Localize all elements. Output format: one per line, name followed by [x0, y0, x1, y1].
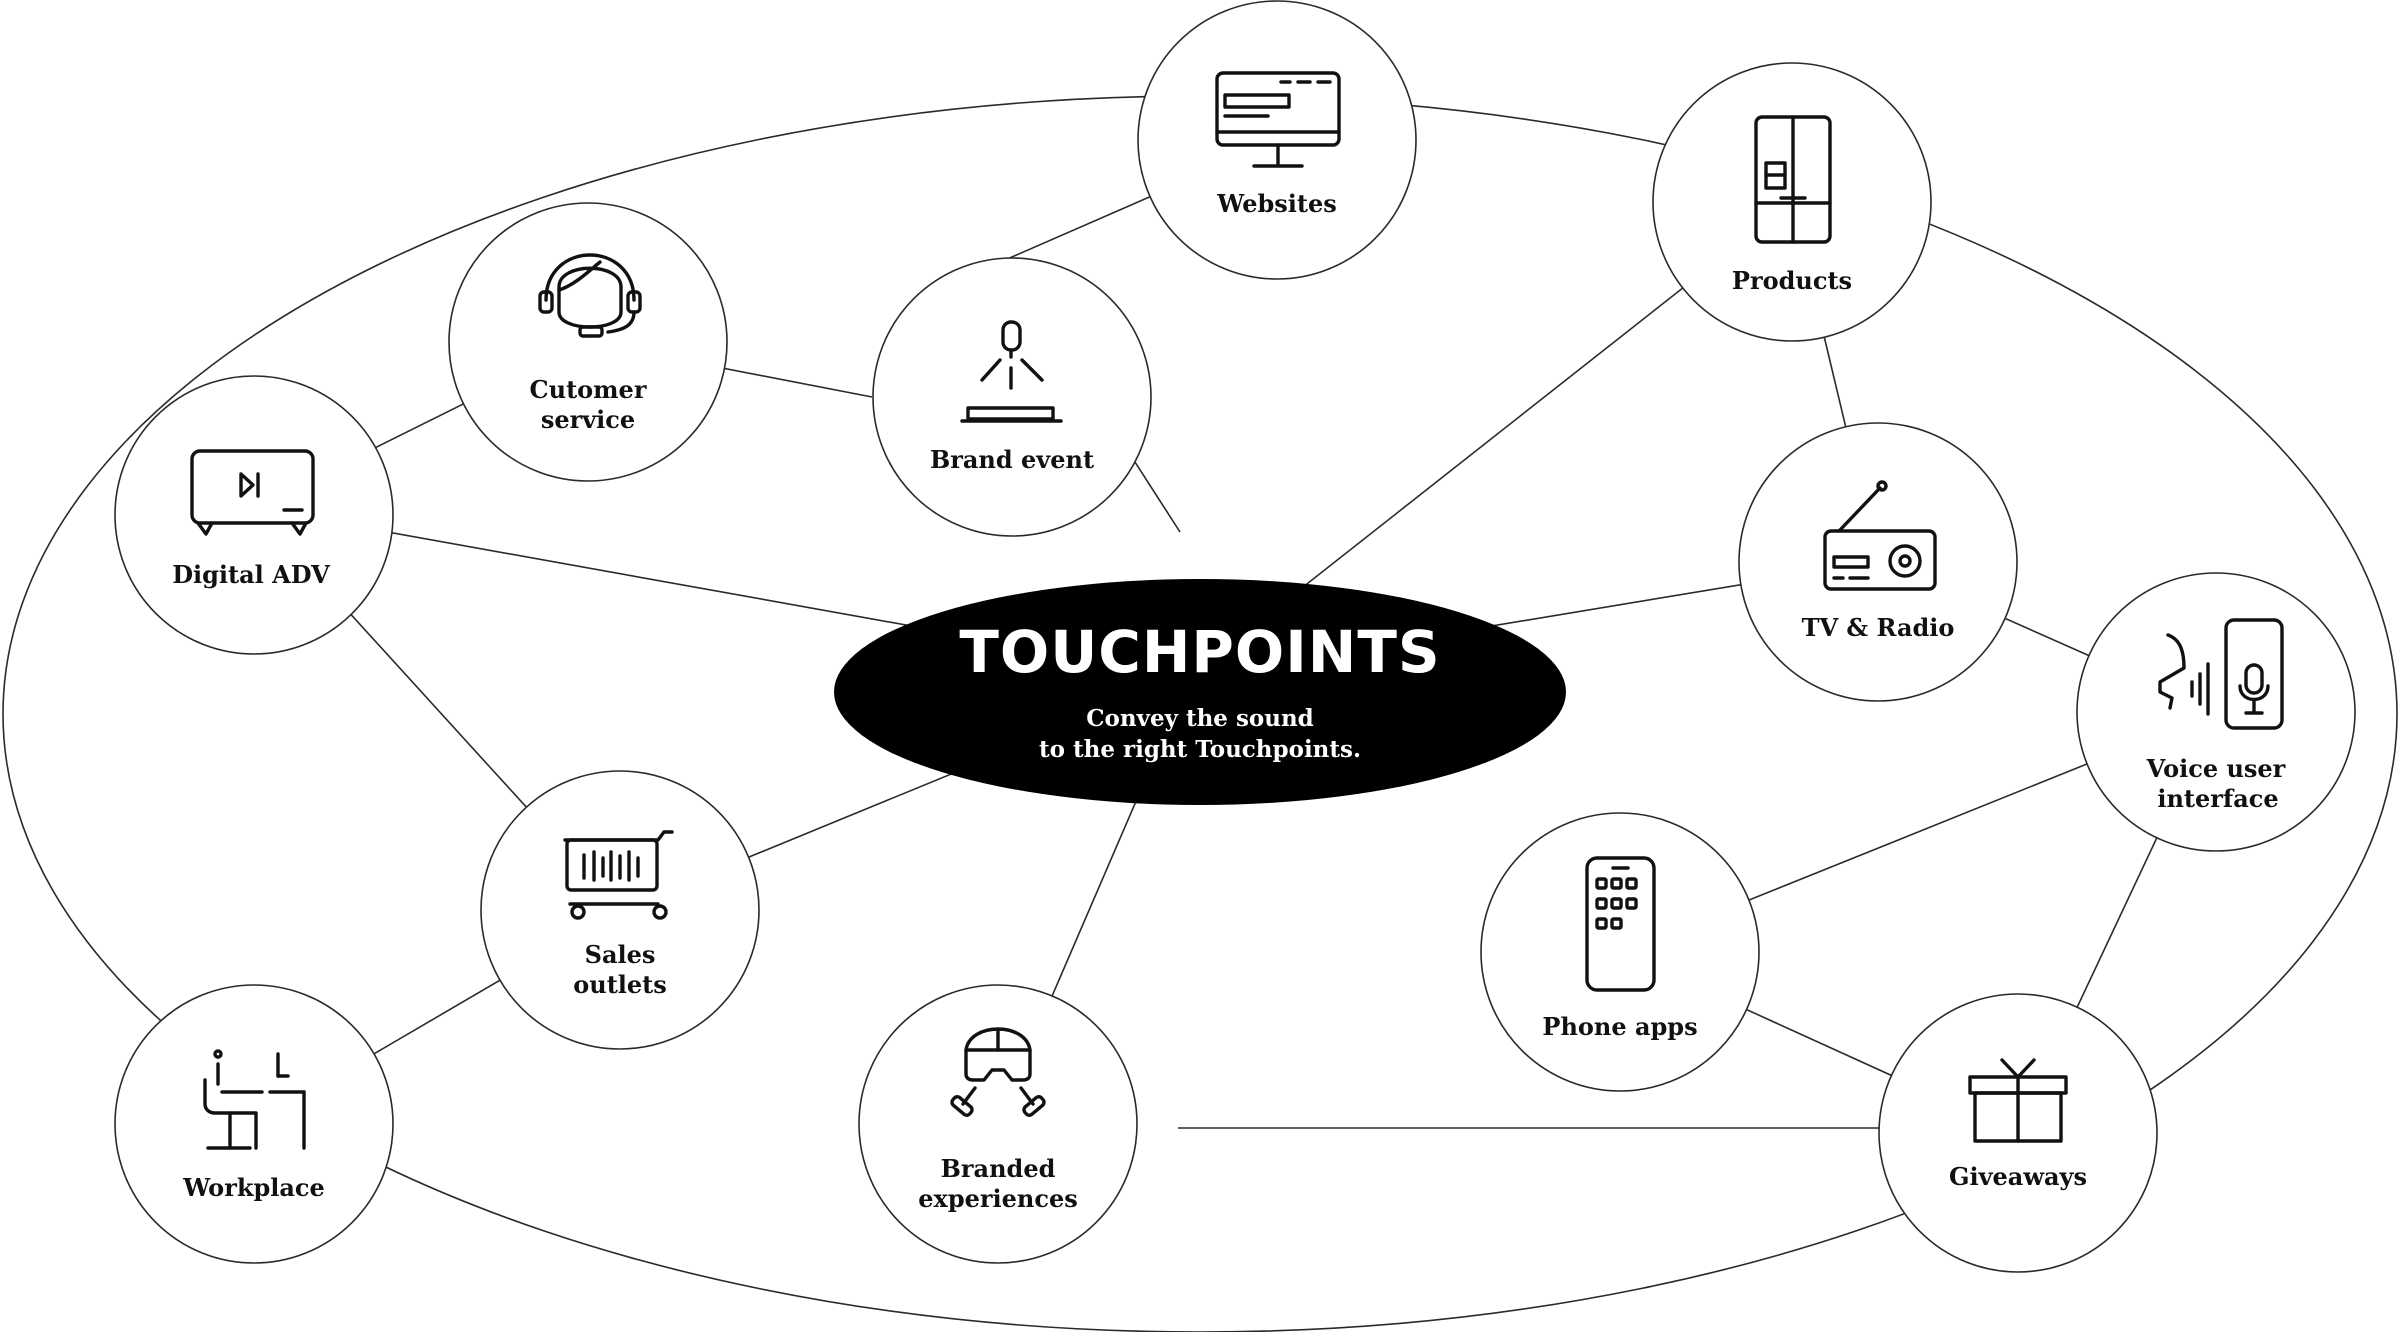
shopping-cart-icon — [563, 830, 674, 920]
node-sales-outlets[interactable]: Sales outlets — [480, 770, 760, 1050]
center-subtitle-line2: to the right Touchpoints. — [1039, 736, 1361, 763]
phone-apps-label: Phone apps — [1542, 1012, 1697, 1041]
sales-outlets-label-line2: outlets — [573, 970, 667, 999]
center-subtitle-line1: Convey the sound — [1086, 705, 1314, 732]
digital-adv-label: Digital ADV — [172, 560, 330, 589]
monitor-icon — [1215, 71, 1341, 168]
stage-spotlight-icon — [960, 320, 1063, 423]
node-tv-radio[interactable]: TV & Radio — [1738, 422, 2018, 702]
products-label: Products — [1732, 266, 1852, 295]
voice-ui-label-line1: Voice user — [2146, 754, 2286, 783]
gift-icon — [1968, 1058, 2068, 1143]
voice-ui-label-line2: interface — [2157, 784, 2278, 813]
node-voice-ui[interactable]: Voice user interface — [2076, 572, 2356, 852]
node-branded-experiences[interactable]: Branded experiences — [858, 984, 1138, 1264]
node-customer-service[interactable]: Cutomer service — [448, 202, 728, 482]
node-workplace[interactable]: Workplace — [114, 984, 394, 1264]
node-digital-adv[interactable]: Digital ADV — [114, 375, 394, 655]
center-title: TOUCHPOINTS — [959, 618, 1440, 686]
vr-headset-icon — [950, 1027, 1046, 1117]
branded-experiences-label-line2: experiences — [918, 1184, 1078, 1213]
center-pill: TOUCHPOINTS Convey the sound to the righ… — [834, 579, 1566, 805]
customer-service-label-line1: Cutomer — [530, 375, 647, 404]
sales-outlets-label-line1: Sales — [585, 940, 656, 969]
radio-icon — [1823, 480, 1937, 591]
branded-experiences-label-line1: Branded — [941, 1154, 1056, 1183]
node-giveaways[interactable]: Giveaways — [1878, 993, 2158, 1273]
node-brand-event[interactable]: Brand event — [872, 257, 1152, 537]
tv-radio-label: TV & Radio — [1802, 613, 1955, 642]
node-websites[interactable]: Websites — [1137, 0, 1417, 280]
voice-microphone-icon — [2158, 618, 2284, 730]
center-shape — [834, 579, 1566, 805]
giveaways-label: Giveaways — [1949, 1162, 2087, 1191]
customer-service-label-line2: service — [541, 405, 635, 434]
headset-agent-icon — [538, 253, 642, 338]
websites-label: Websites — [1216, 189, 1337, 218]
remote-control-icon — [1585, 856, 1656, 992]
refrigerator-icon — [1754, 115, 1832, 244]
desk-chair-icon — [203, 1049, 306, 1150]
node-products[interactable]: Products — [1652, 62, 1932, 342]
node-phone-apps[interactable]: Phone apps — [1480, 812, 1760, 1092]
video-screen-icon — [190, 449, 315, 536]
workplace-label: Workplace — [182, 1173, 325, 1202]
brand-event-label: Brand event — [930, 445, 1094, 474]
